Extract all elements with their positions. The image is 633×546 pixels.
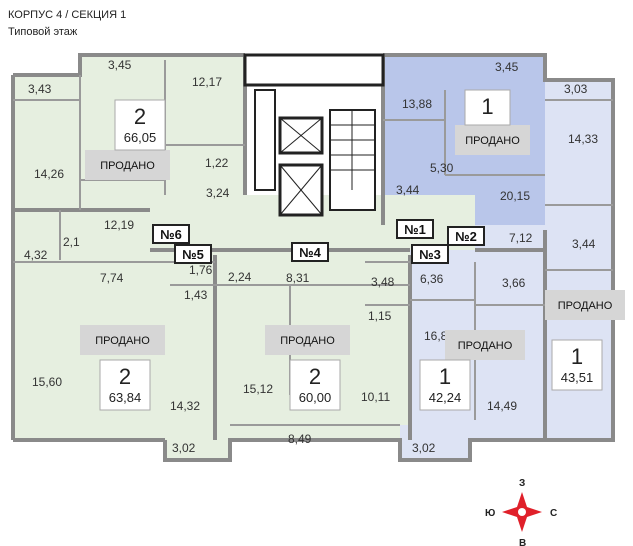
room-area-label: 6,36 <box>420 272 444 286</box>
room-area-label: 3,45 <box>495 60 519 74</box>
sold-badge: ПРОДАНО <box>445 330 525 360</box>
apartment-number-tag[interactable]: №4 <box>291 242 329 262</box>
page-subtitle: Типовой этаж <box>8 26 78 38</box>
inner-walls <box>13 60 613 426</box>
apartment-number: №3 <box>419 247 441 262</box>
room-area-label: 15,12 <box>243 382 273 396</box>
apartment-number-tag[interactable]: №6 <box>152 224 190 244</box>
room-area-label: 14,33 <box>568 132 598 146</box>
apartment-info-box[interactable]: 263,84 <box>99 359 151 411</box>
apartment-number-tag[interactable]: №2 <box>447 226 485 246</box>
apartment-number-tag[interactable]: №3 <box>411 244 449 264</box>
apartment-area: 42,24 <box>429 390 462 405</box>
room-area-label: 3,02 <box>172 441 196 455</box>
stairwell <box>243 53 385 217</box>
room-area-label: 3,44 <box>572 237 596 251</box>
room-area-label: 7,12 <box>509 231 533 245</box>
compass-north-label: З <box>519 478 525 489</box>
compass-east-label: С <box>550 508 557 519</box>
room-area-label: 7,74 <box>100 271 124 285</box>
apartment-number-tag[interactable]: №5 <box>174 244 212 264</box>
room-area-label: 13,88 <box>402 97 432 111</box>
room-area-label: 1,43 <box>184 288 208 302</box>
room-area-label: 3,24 <box>206 186 230 200</box>
apartment-info-box[interactable]: 142,24 <box>419 359 471 411</box>
sold-label: ПРОДАНО <box>95 335 150 347</box>
sold-badge: ПРОДАНО <box>545 290 625 320</box>
room-area-label: 14,26 <box>34 167 64 181</box>
room-area-label: 8,31 <box>286 271 310 285</box>
sold-badge: ПРОДАНО <box>85 150 170 180</box>
room-area-label: 1,76 <box>189 263 213 277</box>
room-area-label: 16,8 <box>424 329 448 343</box>
room-area-label: 2,1 <box>63 235 80 249</box>
room-area-label: 12,17 <box>192 75 222 89</box>
apartment-info-box[interactable]: 266,05 <box>114 99 166 151</box>
apartment-rooms: 2 <box>309 364 321 389</box>
apartment-number: №2 <box>455 229 477 244</box>
room-area-label: 10,11 <box>361 390 390 404</box>
apartment-number: №1 <box>404 222 426 237</box>
room-area-label: 15,60 <box>32 375 62 389</box>
apartment-rooms: 1 <box>439 364 451 389</box>
room-area-label: 1,15 <box>368 309 392 323</box>
sold-label: ПРОДАНО <box>558 300 613 312</box>
apartment-number: №4 <box>299 245 321 260</box>
apartment-area: 43,51 <box>561 370 594 385</box>
sold-label: ПРОДАНО <box>458 340 513 352</box>
apartment-info-box[interactable]: 260,00 <box>289 359 341 411</box>
compass-south-label: В <box>519 538 526 546</box>
apartment-info-box[interactable]: 143,51 <box>551 339 603 391</box>
room-area-label: 14,32 <box>170 399 200 413</box>
room-area-label: 2,24 <box>228 270 252 284</box>
sold-badge: ПРОДАНО <box>80 325 165 355</box>
room-area-label: 4,32 <box>24 248 48 262</box>
apartment-rooms: 1 <box>481 94 493 119</box>
sold-badge: ПРОДАНО <box>455 125 530 155</box>
sold-label: ПРОДАНО <box>280 335 335 347</box>
lobby-area <box>150 195 475 250</box>
apartment-number: №5 <box>182 247 204 262</box>
room-area-label: 1,22 <box>205 156 229 170</box>
apartment-rooms: 2 <box>119 364 131 389</box>
sold-label: ПРОДАНО <box>100 160 155 172</box>
apartment-number-tag[interactable]: №1 <box>396 219 434 239</box>
page-title: КОРПУС 4 / СЕКЦИЯ 1 <box>8 9 127 21</box>
apartment-area: 60,00 <box>299 390 332 405</box>
room-area-label: 3,44 <box>396 183 420 197</box>
room-area-label: 3,02 <box>412 441 436 455</box>
room-area-label: 14,49 <box>487 399 517 413</box>
compass: З В Ю С <box>485 478 557 546</box>
room-area-label: 8,49 <box>288 432 312 446</box>
room-area-label: 12,19 <box>104 218 134 232</box>
apartment-rooms: 1 <box>571 344 583 369</box>
sold-badge: ПРОДАНО <box>265 325 350 355</box>
apartment-info-box[interactable]: 1 <box>464 89 511 126</box>
room-area-label: 3,43 <box>28 82 52 96</box>
walls <box>11 53 615 462</box>
apartment-area: 66,05 <box>124 130 157 145</box>
apartment-rooms: 2 <box>134 104 146 129</box>
room-area-label: 20,15 <box>500 189 530 203</box>
room-area-label: 3,66 <box>502 276 526 290</box>
balcony-bottom-right <box>400 425 470 460</box>
sold-label: ПРОДАНО <box>465 135 520 147</box>
room-area-label: 3,03 <box>564 82 588 96</box>
compass-west-label: Ю <box>485 508 495 519</box>
apartment-number: №6 <box>160 227 182 242</box>
room-area-label: 5,30 <box>430 161 454 175</box>
apartment-area: 63,84 <box>109 390 142 405</box>
room-area-label: 3,45 <box>108 58 132 72</box>
room-area-label: 3,48 <box>371 275 395 289</box>
